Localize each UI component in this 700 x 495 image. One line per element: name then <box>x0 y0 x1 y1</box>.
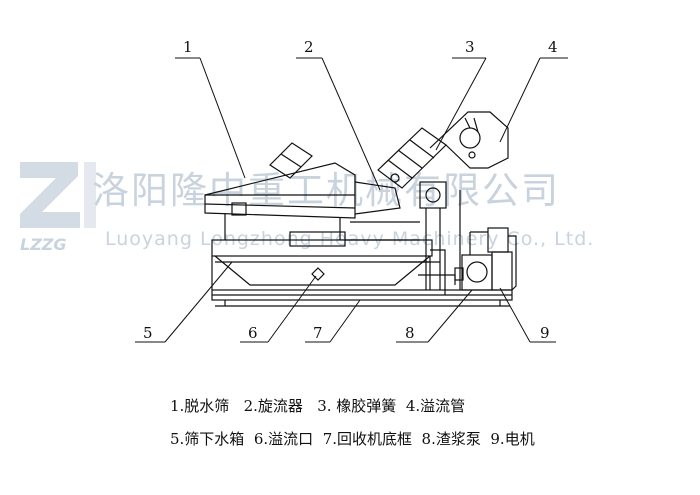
watermark-logo-text: LZZG <box>20 235 67 254</box>
watermark-company-cn: 洛阳隆中重工机械有限公司 <box>92 169 560 212</box>
legend-row-1: 1.脱水筛 2.旋流器 3. 橡胶弹簧 4.溢流管 <box>170 397 466 415</box>
callout-2: 2 <box>304 38 314 56</box>
callout-4: 4 <box>548 38 558 56</box>
callout-5: 5 <box>143 324 153 342</box>
callout-1: 1 <box>183 38 193 56</box>
motor <box>469 227 517 291</box>
hydrocyclone <box>377 127 447 189</box>
underflow-water-tank <box>211 231 433 290</box>
dewatering-screen <box>204 142 420 240</box>
callout-9: 9 <box>540 324 550 342</box>
rubber-spring-column <box>419 181 461 290</box>
callout-7: 7 <box>313 324 323 342</box>
overflow-pipe <box>429 111 509 169</box>
legend-row-2: 5.筛下水箱 6.溢流口 7.回收机底框 8.渣浆泵 9.电机 <box>170 430 535 448</box>
base-frame <box>211 289 513 307</box>
callout-8: 8 <box>405 324 415 342</box>
leader-lines <box>135 57 568 343</box>
overflow-outlet <box>311 239 440 281</box>
callout-6: 6 <box>248 324 258 342</box>
callout-3: 3 <box>465 38 475 56</box>
callout-numbers: 1 2 3 4 5 6 7 8 9 <box>143 38 558 342</box>
watermark-company-en: Luoyang Longzhong Heavy Machinery Co., L… <box>105 228 595 250</box>
